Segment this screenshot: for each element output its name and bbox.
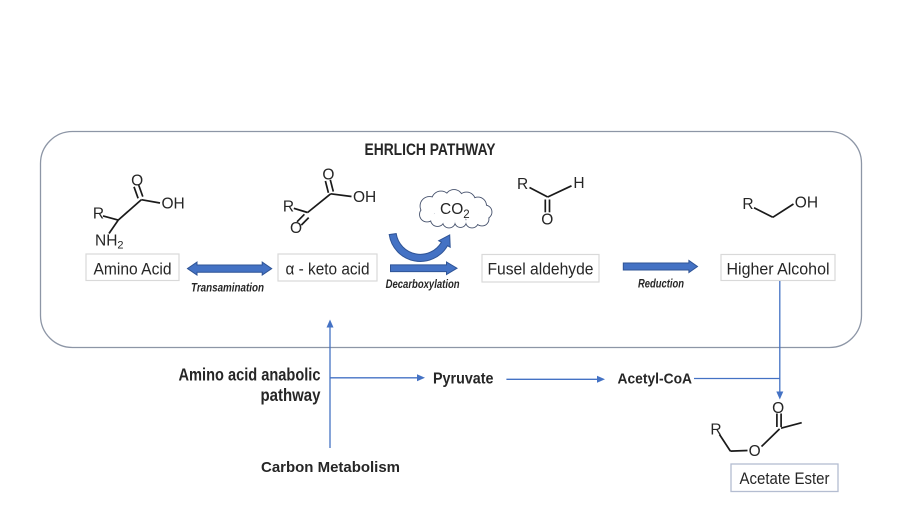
svg-text:Pyruvate: Pyruvate bbox=[433, 371, 494, 388]
svg-text:Carbon Metabolism: Carbon Metabolism bbox=[261, 459, 400, 476]
svg-text:H: H bbox=[573, 175, 584, 192]
svg-text:CO2: CO2 bbox=[440, 201, 470, 221]
svg-text:R: R bbox=[283, 199, 294, 216]
svg-text:O: O bbox=[131, 172, 143, 189]
svg-text:Higher Alcohol: Higher Alcohol bbox=[727, 260, 830, 279]
svg-text:O: O bbox=[290, 220, 302, 237]
svg-text:Decarboxylation: Decarboxylation bbox=[386, 277, 460, 291]
svg-text:R: R bbox=[710, 421, 721, 438]
svg-text:Amino Acid: Amino Acid bbox=[94, 260, 172, 279]
svg-text:Acetate Ester: Acetate Ester bbox=[740, 469, 830, 488]
svg-text:O: O bbox=[541, 211, 553, 228]
svg-text:EHRLICH PATHWAY: EHRLICH PATHWAY bbox=[365, 141, 496, 159]
svg-text:OH: OH bbox=[162, 195, 185, 212]
svg-text:α - keto acid: α - keto acid bbox=[286, 260, 370, 279]
svg-text:Reduction: Reduction bbox=[638, 277, 684, 291]
svg-text:Transamination: Transamination bbox=[191, 281, 264, 295]
svg-text:O: O bbox=[322, 166, 334, 183]
svg-text:O: O bbox=[772, 400, 784, 417]
svg-text:OH: OH bbox=[795, 195, 818, 212]
svg-text:O: O bbox=[749, 443, 761, 460]
svg-text:Amino acid anabolic: Amino acid anabolic bbox=[179, 365, 321, 385]
svg-text:R: R bbox=[742, 196, 753, 213]
svg-text:NH2: NH2 bbox=[95, 233, 124, 252]
svg-text:R: R bbox=[517, 176, 528, 193]
svg-text:R: R bbox=[93, 206, 104, 223]
svg-text:OH: OH bbox=[353, 189, 376, 206]
svg-text:pathway: pathway bbox=[261, 385, 321, 405]
svg-text:Fusel aldehyde: Fusel aldehyde bbox=[488, 260, 594, 279]
svg-text:Acetyl-CoA: Acetyl-CoA bbox=[618, 371, 693, 388]
